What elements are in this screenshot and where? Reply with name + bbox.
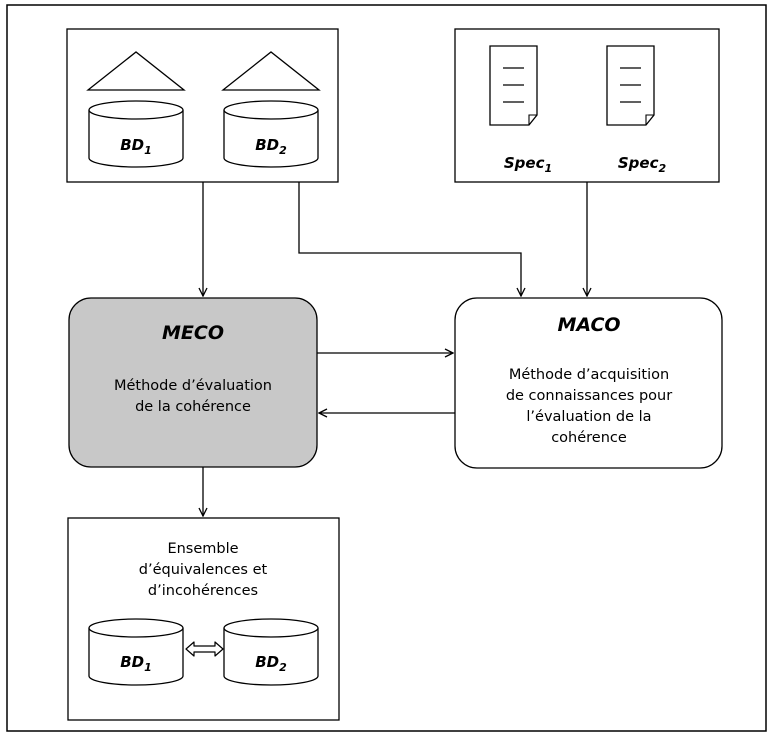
result-line-3: d’incohérences — [148, 583, 258, 599]
database-label: BD1 — [120, 653, 152, 674]
database-result-bd2-icon: BD2 — [223, 618, 319, 686]
equivalence-double-arrow-icon — [185, 641, 224, 657]
schema-triangle-icon — [221, 51, 321, 91]
databases-box: BD1 BD2 — [66, 28, 339, 183]
maco-box: MACO Méthode d’acquisition de connaissan… — [454, 297, 723, 469]
schema-triangle-icon — [86, 51, 186, 91]
meco-desc-line-2: de la cohérence — [135, 399, 251, 415]
result-line-1: Ensemble — [167, 541, 238, 557]
database-result-bd1-icon: BD1 — [88, 618, 184, 686]
maco-desc-line-4: cohérence — [551, 430, 627, 446]
maco-desc-line-2: de connaissances pour — [506, 388, 672, 404]
database-label: BD2 — [255, 653, 287, 674]
specifications-box: Spec1 Spec2 — [454, 28, 720, 183]
maco-title: MACO — [557, 314, 620, 336]
database-label: BD2 — [255, 136, 287, 157]
database-bd2-icon: BD2 — [223, 100, 319, 168]
database-label: BD1 — [120, 136, 152, 157]
result-box: Ensemble d’équivalences et d’incohérence… — [67, 517, 340, 721]
spec2-label: Spec2 — [618, 154, 667, 175]
document-spec1-icon — [489, 45, 538, 126]
meco-title: MECO — [162, 322, 224, 344]
result-line-2: d’équivalences et — [139, 562, 268, 578]
meco-desc-line-1: Méthode d’évaluation — [114, 378, 272, 394]
meco-box: MECO Méthode d’évaluation de la cohérenc… — [68, 297, 318, 468]
connectors — [203, 182, 587, 516]
database-bd1-icon: BD1 — [88, 100, 184, 168]
document-spec2-icon — [606, 45, 655, 126]
arrow-databases-to-maco — [298, 182, 521, 296]
maco-desc-line-1: Méthode d’acquisition — [509, 367, 669, 383]
maco-desc-line-3: l’évaluation de la — [526, 409, 651, 425]
spec1-label: Spec1 — [504, 154, 552, 175]
